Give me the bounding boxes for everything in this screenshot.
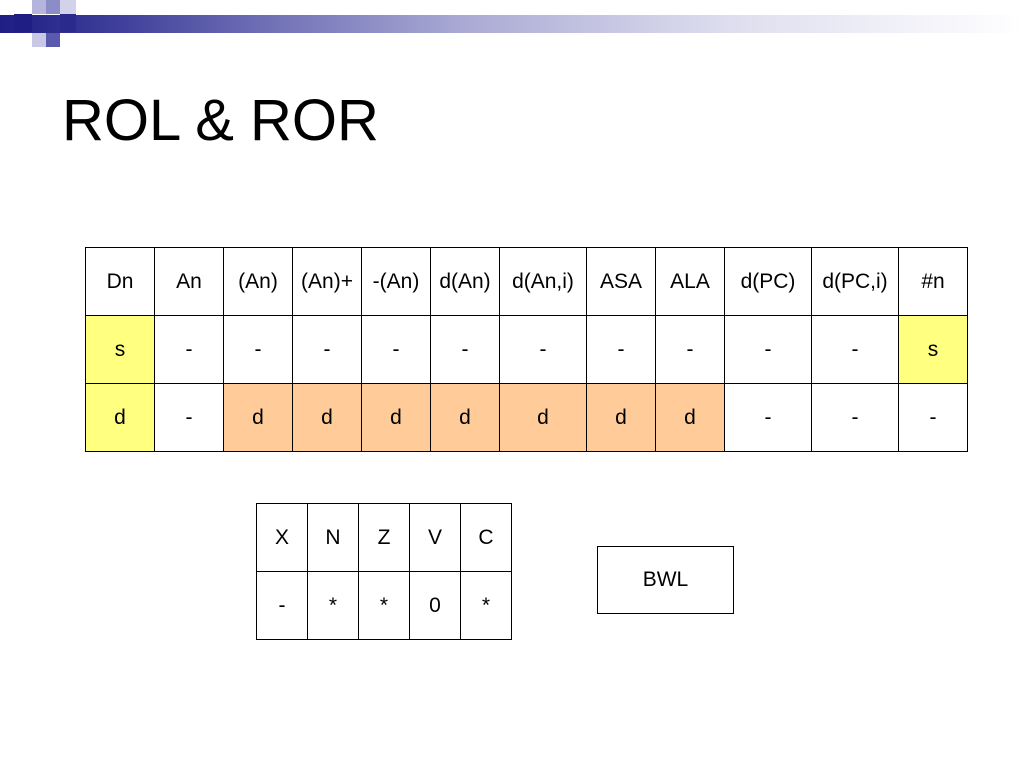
- mode-header-cell: ALA: [655, 247, 725, 316]
- flag-header-cell: Z: [358, 503, 410, 572]
- flag-header-cell: V: [409, 503, 461, 572]
- flag-value-cell: *: [307, 571, 359, 640]
- source-cell: -: [811, 315, 899, 384]
- destination-cell: d: [85, 383, 155, 452]
- header-square: [32, 33, 46, 47]
- destination-cell: d: [361, 383, 431, 452]
- mode-header-cell: -(An): [361, 247, 431, 316]
- source-cell: -: [223, 315, 293, 384]
- source-cell: -: [655, 315, 725, 384]
- source-cell: -: [724, 315, 812, 384]
- source-cell: -: [361, 315, 431, 384]
- flag-header-cell: X: [256, 503, 308, 572]
- mode-header-cell: d(PC): [724, 247, 812, 316]
- mode-header-cell: An: [154, 247, 224, 316]
- header-square: [60, 0, 76, 14]
- source-cell: s: [85, 315, 155, 384]
- mode-header-cell: (An)+: [292, 247, 362, 316]
- operand-size-label: BWL: [642, 568, 689, 591]
- mode-header-cell: d(An): [430, 247, 500, 316]
- flag-value-cell: 0: [409, 571, 461, 640]
- destination-cell: d: [430, 383, 500, 452]
- mode-header-cell: ASA: [586, 247, 656, 316]
- destination-cell: -: [724, 383, 812, 452]
- flag-value-cell: *: [358, 571, 410, 640]
- destination-cell: d: [292, 383, 362, 452]
- header-square: [14, 14, 32, 32]
- slide-title: ROL & ROR: [62, 88, 379, 153]
- flag-header-cell: N: [307, 503, 359, 572]
- mode-header-cell: #n: [898, 247, 968, 316]
- mode-header-cell: d(PC,i): [811, 247, 899, 316]
- source-cell: s: [898, 315, 968, 384]
- source-cell: -: [586, 315, 656, 384]
- header-square: [60, 14, 76, 32]
- source-row: s----------s: [85, 315, 968, 384]
- destination-cell: -: [154, 383, 224, 452]
- destination-cell: d: [223, 383, 293, 452]
- header-gradient-bar: [0, 15, 1024, 33]
- destination-cell: d: [586, 383, 656, 452]
- flag-value-cell: -: [256, 571, 308, 640]
- operand-size-box: BWL: [597, 546, 734, 614]
- source-cell: -: [430, 315, 500, 384]
- destination-cell: -: [898, 383, 968, 452]
- flags-value-row: -**0*: [256, 571, 512, 640]
- mode-header-cell: d(An,i): [499, 247, 587, 316]
- flag-value-cell: *: [460, 571, 512, 640]
- mode-header-cell: Dn: [85, 247, 155, 316]
- source-cell: -: [292, 315, 362, 384]
- destination-cell: d: [655, 383, 725, 452]
- mode-header-cell: (An): [223, 247, 293, 316]
- source-cell: -: [499, 315, 587, 384]
- header-square: [46, 0, 60, 14]
- destination-cell: -: [811, 383, 899, 452]
- header-square: [46, 33, 60, 47]
- source-cell: -: [154, 315, 224, 384]
- header-square: [32, 0, 46, 14]
- flag-header-cell: C: [460, 503, 512, 572]
- destination-cell: d: [499, 383, 587, 452]
